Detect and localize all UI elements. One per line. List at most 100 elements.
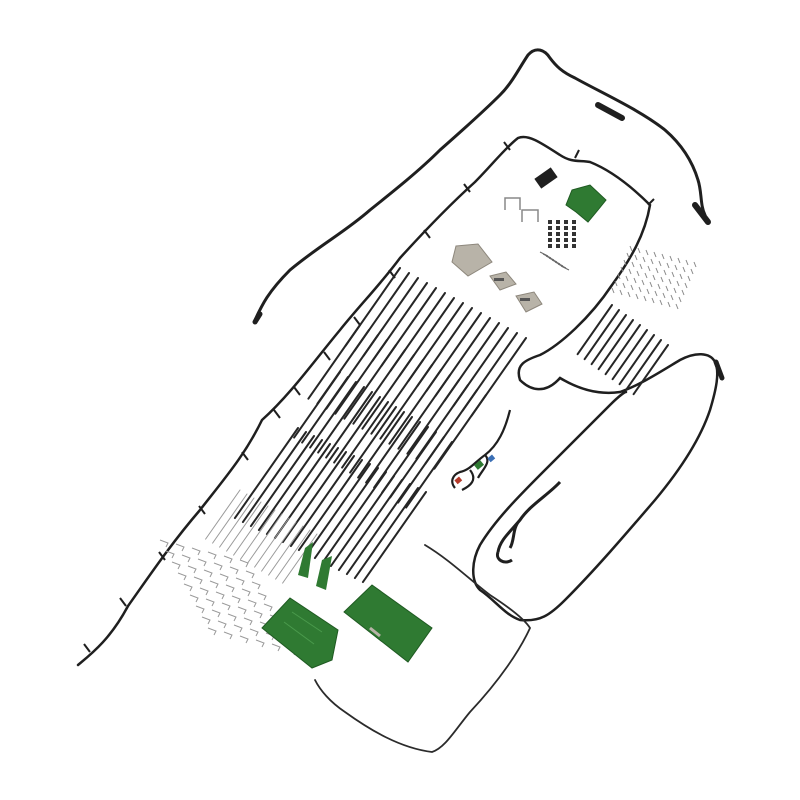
- clip: [231, 595, 241, 604]
- clip: [253, 610, 263, 619]
- small-part: [548, 238, 552, 242]
- clip: [249, 628, 259, 637]
- clip: [183, 583, 193, 592]
- cable-tie: [597, 319, 634, 371]
- small-part: [647, 265, 651, 272]
- clip: [187, 565, 197, 574]
- small-part: [548, 244, 552, 248]
- small-part: [673, 287, 677, 294]
- cable-tie: [583, 309, 620, 361]
- cable-tie: [249, 435, 315, 528]
- small-parts-grid-top: [539, 220, 576, 271]
- metal-plate: [451, 243, 493, 277]
- cable-tie: [625, 339, 662, 391]
- clip: [159, 539, 169, 548]
- small-part: [572, 220, 576, 224]
- cable-tie: [388, 369, 442, 445]
- cable-tie: [240, 509, 276, 560]
- cable-tie: [265, 443, 331, 536]
- small-part: [682, 266, 686, 273]
- cable-tie: [261, 521, 297, 572]
- small-part: [617, 273, 621, 280]
- small-part: [564, 238, 568, 242]
- small-part: [631, 261, 635, 268]
- small-part: [564, 232, 568, 236]
- light-cable-tie-row: [205, 489, 318, 584]
- clip: [217, 620, 227, 629]
- small-part: [665, 285, 669, 292]
- cable-tie: [337, 479, 403, 572]
- cable-tie: [353, 487, 419, 580]
- right-loop-harness: [472, 353, 719, 622]
- small-part: [556, 220, 560, 224]
- cable-tie: [313, 467, 379, 560]
- clip: [193, 576, 203, 585]
- cable-tie: [361, 354, 415, 430]
- cable-tie: [301, 376, 349, 444]
- cable-tie: [305, 463, 371, 556]
- harness-connector-end: [692, 202, 711, 225]
- cable-tie-row-right: [576, 304, 669, 396]
- small-part: [679, 273, 683, 280]
- small-part: [548, 232, 552, 236]
- u-brackets: [504, 197, 539, 222]
- cable-tie: [352, 349, 406, 425]
- small-part: [668, 278, 672, 285]
- green-angle-brackets: [298, 542, 332, 590]
- clip: [225, 584, 235, 593]
- cable-tie: [325, 391, 373, 459]
- small-part: [611, 287, 615, 294]
- top-connector-block: [534, 167, 558, 189]
- small-part: [560, 265, 570, 271]
- clip: [209, 580, 219, 589]
- small-part: [654, 290, 658, 297]
- small-part: [556, 238, 560, 242]
- small-part: [693, 261, 697, 268]
- clip: [165, 550, 175, 559]
- small-part: [634, 254, 638, 261]
- cable-tie: [233, 505, 269, 556]
- clip: [245, 570, 255, 579]
- small-part: [645, 249, 649, 256]
- cable-tie: [576, 304, 613, 356]
- small-part: [658, 260, 662, 267]
- small-part: [556, 226, 560, 230]
- small-part: [548, 226, 552, 230]
- clip: [271, 643, 281, 652]
- clip: [215, 591, 225, 600]
- cable-tie: [241, 431, 307, 524]
- cable-tie: [632, 344, 669, 396]
- cable-tie: [268, 525, 304, 576]
- small-part: [667, 301, 671, 308]
- clip: [241, 588, 251, 597]
- clip: [237, 606, 247, 615]
- small-part: [639, 263, 643, 270]
- small-part: [666, 262, 670, 269]
- cable-tie: [361, 491, 427, 584]
- small-part: [564, 226, 568, 230]
- clip: [263, 603, 273, 612]
- clip: [213, 562, 223, 571]
- center-harness-plugs: [454, 454, 496, 485]
- cable-tie: [370, 359, 424, 435]
- cable-tie: [405, 441, 453, 509]
- small-part: [669, 255, 673, 262]
- small-part: [687, 275, 691, 282]
- clip: [181, 554, 191, 563]
- small-part: [620, 266, 624, 273]
- cable-tie: [329, 475, 395, 568]
- small-part: [681, 289, 685, 296]
- small-part: [638, 286, 642, 293]
- cable-tie: [334, 339, 388, 415]
- small-part: [633, 277, 637, 284]
- small-part: [630, 284, 634, 291]
- small-part: [635, 293, 639, 300]
- cable-tie: [233, 427, 299, 520]
- clip: [223, 555, 233, 564]
- small-part: [662, 292, 666, 299]
- small-part: [649, 281, 653, 288]
- clip: [199, 587, 209, 596]
- small-part: [677, 257, 681, 264]
- clip: [251, 581, 261, 590]
- cable-tie: [406, 379, 460, 455]
